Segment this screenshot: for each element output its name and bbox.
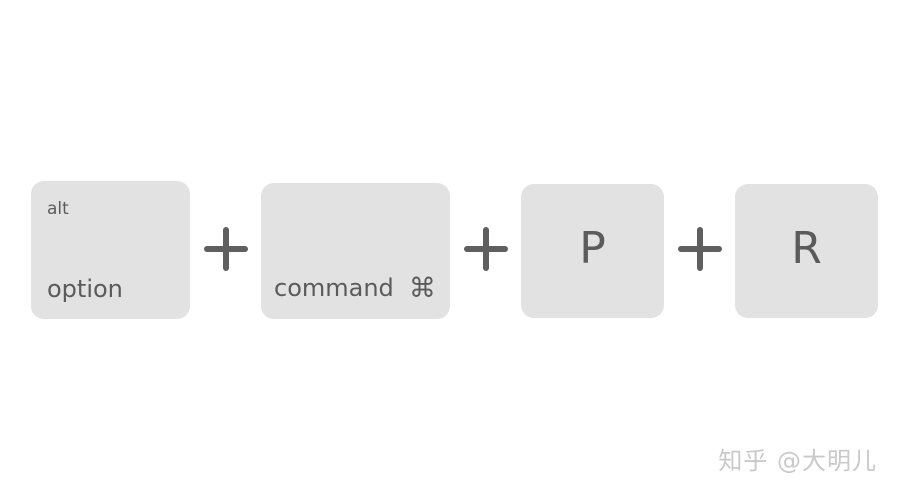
r-key-label: R <box>791 223 822 274</box>
option-key-alt-label: alt <box>47 199 69 219</box>
option-key: alt option <box>31 181 190 319</box>
p-key-label: P <box>579 223 606 274</box>
command-key-label: command <box>274 274 394 302</box>
plus-icon <box>464 227 508 271</box>
option-key-label: option <box>47 275 123 303</box>
command-symbol-icon: ⌘ <box>409 273 436 304</box>
watermark: 知乎 @大明儿 <box>718 447 877 475</box>
plus-icon <box>678 227 722 271</box>
p-key: P <box>521 184 664 318</box>
plus-icon <box>204 227 248 271</box>
r-key: R <box>735 184 878 318</box>
command-key: command ⌘ <box>261 183 450 319</box>
